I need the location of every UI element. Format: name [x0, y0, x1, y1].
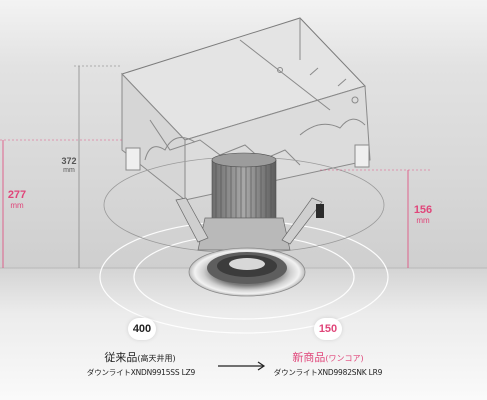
- new-product-model: ダウンライトXND9982SNK LR9: [273, 368, 383, 377]
- old-product-model: ダウンライトXNDN9915SS LZ9: [86, 368, 196, 377]
- dim-277-value: 277: [7, 189, 27, 201]
- dim-372-value: 372: [61, 156, 77, 166]
- dim-156-value: 156: [413, 204, 433, 216]
- new-diameter-badge: 150: [314, 318, 342, 340]
- dimension-lines: [0, 65, 430, 268]
- new-product-title: 新商品(ワンコア): [268, 352, 388, 363]
- old-title-text: 従来品: [104, 351, 138, 364]
- new-title-text: 新商品: [292, 351, 326, 364]
- old-diameter-badge: 400: [128, 318, 156, 340]
- dim-156-unit: mm: [416, 216, 430, 225]
- dim-277-unit: mm: [10, 201, 24, 210]
- new-fixture: [175, 152, 324, 297]
- dim-372-unit: mm: [63, 167, 75, 174]
- old-title-sub: (高天井用): [137, 354, 176, 363]
- old-product-title: 従来品(高天井用): [80, 352, 200, 363]
- arrow-right-icon: [218, 361, 266, 371]
- new-title-sub: (ワンコア): [325, 354, 364, 363]
